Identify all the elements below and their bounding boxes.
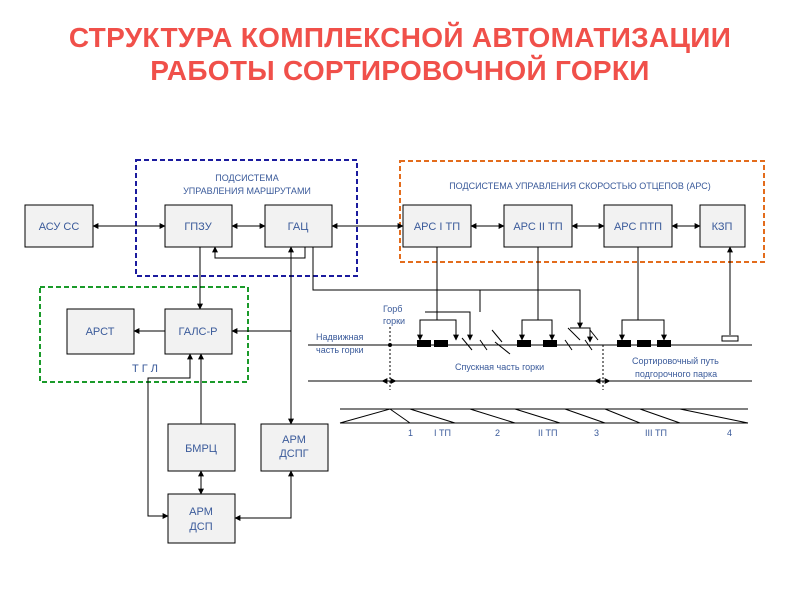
arm-dsp-box	[167, 493, 236, 544]
ars-ptp-box	[603, 204, 673, 248]
ars-2tp-label: АРС II ТП	[513, 221, 562, 233]
route-subsystem-label-2: УПРАВЛЕНИЯ МАРШРУТАМИ	[183, 186, 311, 196]
tgl-frame	[39, 286, 249, 383]
ars-1tp-label: АРС I ТП	[414, 221, 460, 233]
position-label-1: 1	[408, 428, 413, 438]
hump-label-2: горки	[383, 316, 405, 326]
track-scheme	[308, 327, 752, 424]
sorting-track-label-1: Сортировочный путь	[632, 356, 719, 366]
asu-ss-label: АСУ СС	[39, 221, 80, 233]
position-label-3tp: III ТП	[645, 428, 667, 438]
sorting-track-label-2: подгорочного парка	[635, 369, 717, 379]
arm-dsp-label-1: АРМ	[189, 506, 213, 518]
position-label-3: 3	[594, 428, 599, 438]
position-label-2tp: II ТП	[538, 428, 557, 438]
speed-subsystem-label: ПОДСИСТЕМА УПРАВЛЕНИЯ СКОРОСТЬЮ ОТЦЕПОВ …	[449, 181, 711, 191]
position-label-4: 4	[727, 428, 732, 438]
slide-title-line2: РАБОТЫ СОРТИРОВОЧНОЙ ГОРКИ	[150, 55, 650, 86]
push-part-label-2: часть горки	[316, 345, 364, 355]
position-label-1tp: I ТП	[434, 428, 451, 438]
gals-r-label: ГАЛС-Р	[179, 326, 218, 338]
kzp-label: КЗП	[712, 221, 733, 233]
gpzu-box	[164, 204, 233, 248]
arm-dsp-label-2: ДСП	[189, 521, 212, 533]
route-subsystem-label-1: ПОДСИСТЕМА	[215, 173, 279, 183]
kzp-box	[699, 204, 746, 248]
route-subsystem-frame	[135, 159, 358, 277]
position-label-2: 2	[495, 428, 500, 438]
block-connections	[92, 223, 733, 521]
arst-box	[66, 308, 135, 355]
hump-label-1: Горб	[383, 304, 402, 314]
gac-box	[264, 204, 333, 248]
arm-dspg-label-2: ДСПГ	[279, 448, 308, 460]
gac-label: ГАЦ	[288, 221, 309, 233]
tgl-label: Т Г Л	[132, 363, 158, 375]
gpzu-label: ГПЗУ	[184, 221, 212, 233]
push-part-label-1: Надвижная	[316, 332, 364, 342]
slide-title-line1: СТРУКТУРА КОМПЛЕКСНОЙ АВТОМАТИЗАЦИИ	[68, 22, 732, 53]
descent-part-label: Спускная часть горки	[455, 362, 544, 372]
arm-dspg-label-1: АРМ	[282, 434, 306, 446]
arst-label: АРСТ	[86, 326, 115, 338]
arm-dspg-box	[260, 423, 329, 472]
ars-ptp-label: АРС ПТП	[614, 221, 662, 233]
bmrc-label: БМРЦ	[185, 443, 217, 455]
ars-2tp-box	[503, 204, 573, 248]
